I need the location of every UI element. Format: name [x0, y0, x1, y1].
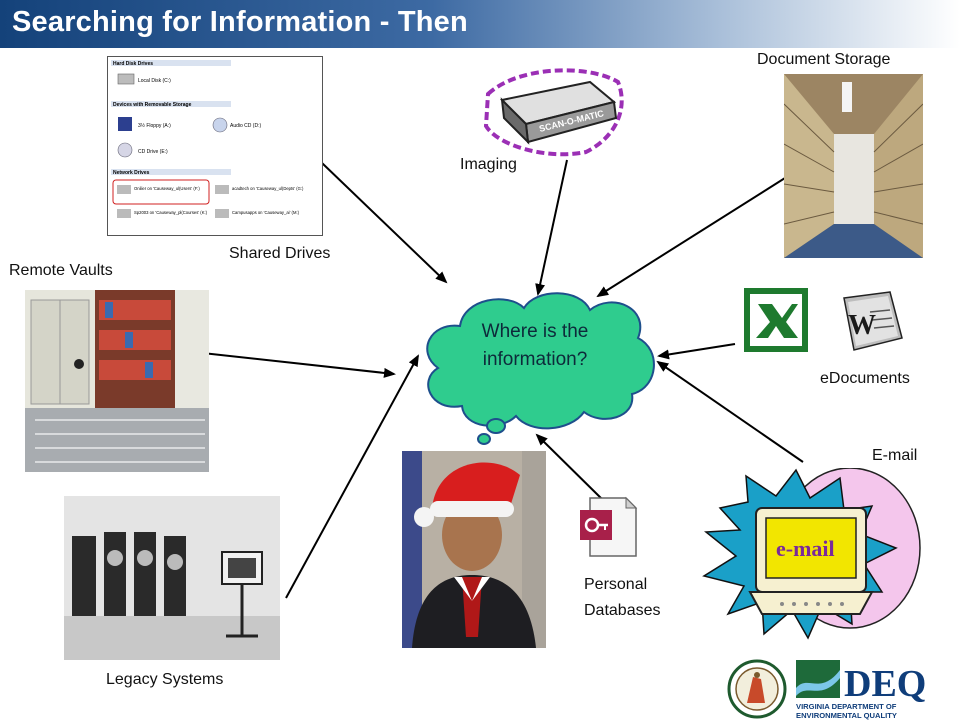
hard-disk-heading: Hard Disk Drives [113, 61, 153, 67]
network-drive-4: Campusapps on 'Causeway_ai' (M:) [232, 210, 300, 215]
arrow-imaging [535, 159, 568, 296]
network-drive-1: Onilier on 'Causeway_ul(Users' (F:) [134, 186, 200, 191]
arrow-document-storage [596, 177, 786, 298]
document-storage-photo [784, 74, 923, 258]
label-imaging: Imaging [460, 156, 517, 173]
thought-cloud [426, 292, 655, 445]
arrow-shared-drives [321, 162, 448, 284]
excel-icon [744, 288, 808, 352]
floppy-label: 3½ Floppy (A:) [138, 122, 171, 129]
arrow-email [656, 360, 804, 463]
deq-logo-line1: VIRGINIA DEPARTMENT OF [796, 702, 897, 711]
label-legacy-systems: Legacy Systems [106, 671, 224, 688]
slide-title: Searching for Information - Then [12, 6, 468, 38]
email-screen-text: e-mail [776, 536, 835, 561]
label-shared-drives: Shared Drives [229, 245, 331, 262]
arrow-edocuments [657, 343, 736, 360]
title-bar: Searching for Information - Then [0, 0, 960, 48]
network-drive-2: acadtech on 'Causeway_ul(Depts' (G:) [232, 186, 304, 191]
network-drive-3: Sp2003 on 'Causeway_pl(Courses' (K:) [134, 210, 208, 215]
drive-window-graphic: Hard Disk Drives Local Disk (C:) Devices… [111, 60, 304, 218]
scanner-clipart: SCAN-O-MATIC [483, 68, 624, 157]
label-edocuments: eDocuments [820, 370, 910, 387]
access-database-icon [580, 496, 638, 557]
portrait-photo [402, 451, 546, 648]
label-document-storage: Document Storage [757, 51, 891, 68]
word-document-icon: W [843, 291, 903, 351]
arrow-remote-vaults [174, 349, 396, 378]
removable-heading: Devices with Removable Storage [113, 102, 192, 108]
local-disk-label: Local Disk (C:) [138, 78, 171, 84]
legacy-systems-photo [64, 496, 280, 660]
deq-logo: DEQ VIRGINIA DEPARTMENT OF ENVIRONMENTAL… [796, 660, 926, 720]
shared-drives-screenshot: Hard Disk Drives Local Disk (C:) Devices… [107, 56, 323, 236]
virginia-seal-logo [727, 659, 787, 719]
label-personal-databases-line1: Personal [584, 576, 648, 593]
center-question: Where is the information? [481, 321, 589, 370]
arrow-personal-databases [535, 433, 608, 505]
label-personal-databases-line2: Databases [584, 602, 661, 619]
deq-logo-text: DEQ [844, 663, 926, 705]
label-email: E-mail [872, 447, 918, 464]
label-remote-vaults: Remote Vaults [9, 262, 113, 279]
network-heading: Network Drives [113, 170, 150, 176]
cd-drive-label: CD Drive (E:) [138, 149, 168, 155]
svg-text:W: W [848, 310, 876, 341]
email-clipart: e-mail [702, 468, 921, 640]
arrow-legacy-systems [285, 354, 419, 599]
audio-cd-label: Audio CD (D:) [230, 123, 261, 129]
remote-vaults-photo [25, 290, 209, 472]
deq-logo-line2: ENVIRONMENTAL QUALITY [796, 711, 897, 720]
